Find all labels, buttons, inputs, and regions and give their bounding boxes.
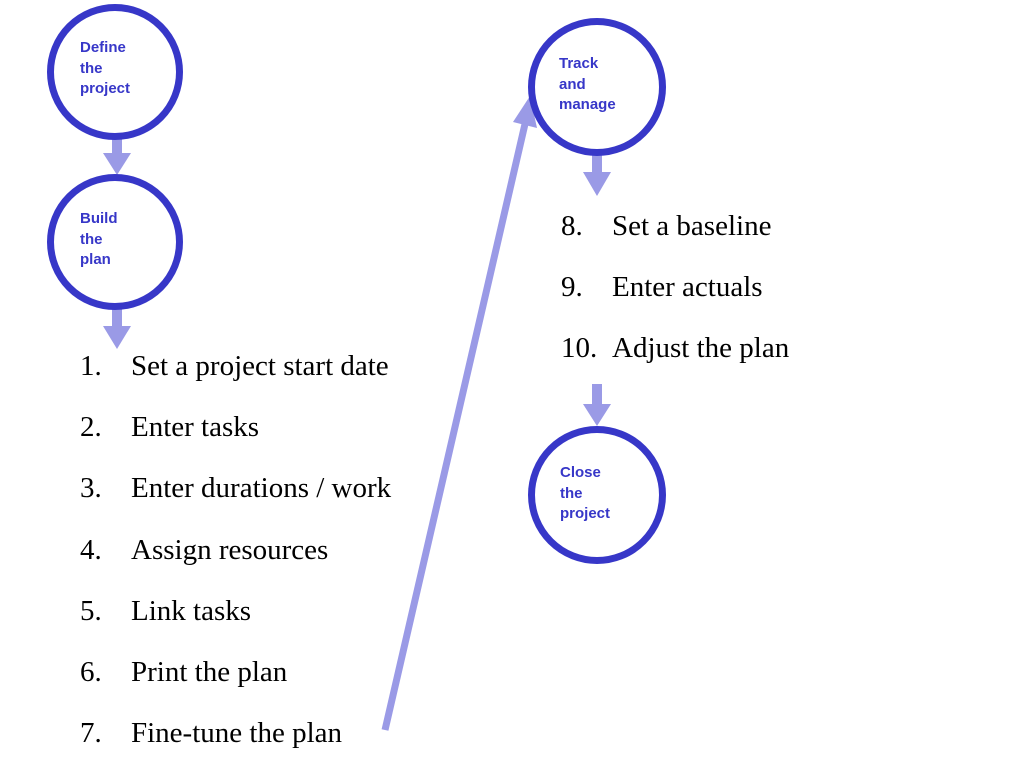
- step-text: Enter durations / work: [131, 472, 392, 505]
- phase-build-circle: [47, 174, 183, 310]
- phase-close-label: Close the project: [560, 464, 611, 522]
- step-text: Enter actuals: [612, 271, 763, 304]
- build-step: 4. Assign resources: [80, 534, 460, 595]
- step-text: Set a baseline: [612, 210, 772, 242]
- step-number: 2.: [80, 411, 102, 444]
- build-step: 1. Set a project start date: [80, 350, 460, 411]
- phase-track-circle: [528, 18, 666, 156]
- phase-define-label: Define the project: [80, 39, 131, 97]
- track-step: 9. Enter actuals: [561, 271, 861, 332]
- step-text: Print the plan: [131, 655, 288, 688]
- step-number: 5.: [80, 594, 102, 627]
- step-number: 3.: [80, 472, 102, 505]
- step-number: 7.: [80, 717, 102, 750]
- phase-track-label: Track and manage: [559, 55, 616, 113]
- step-number: 9.: [561, 271, 583, 304]
- build-step: 2. Enter tasks: [80, 411, 460, 472]
- build-step: 5. Link tasks: [80, 595, 460, 656]
- step-number: 10.: [561, 332, 598, 365]
- arrow-define-to-build: [103, 136, 131, 175]
- phase-define-circle: [47, 4, 183, 140]
- build-step: 6. Print the plan: [80, 656, 460, 717]
- arrow-build-to-steps: [103, 306, 131, 349]
- build-step: 3. Enter durations / work: [80, 472, 460, 533]
- arrow-track-to-steps: [583, 152, 611, 196]
- step-text: Set a project start date: [131, 350, 389, 382]
- step-text: Adjust the plan: [612, 332, 790, 365]
- step-number: 6.: [80, 655, 102, 688]
- phase-build-label: Build the plan: [80, 210, 118, 268]
- track-step: 8. Set a baseline: [561, 210, 861, 271]
- step-text: Fine-tune the plan: [131, 717, 343, 750]
- track-step: 10. Adjust the plan: [561, 332, 861, 393]
- step-number: 8.: [561, 210, 583, 242]
- step-number: 4.: [80, 533, 102, 566]
- step-text: Enter tasks: [131, 411, 260, 444]
- step-text: Assign resources: [131, 533, 329, 566]
- step-text: Link tasks: [131, 594, 252, 627]
- phase-close-circle: [528, 426, 666, 564]
- arrow-steps-to-close: [583, 384, 611, 426]
- track-steps-list: 8. Set a baseline 9. Enter actuals 10. A…: [561, 210, 861, 394]
- build-step: 7. Fine-tune the plan: [80, 717, 460, 778]
- step-number: 1.: [80, 350, 102, 382]
- build-steps-list: 1. Set a project start date 2. Enter tas…: [80, 350, 460, 778]
